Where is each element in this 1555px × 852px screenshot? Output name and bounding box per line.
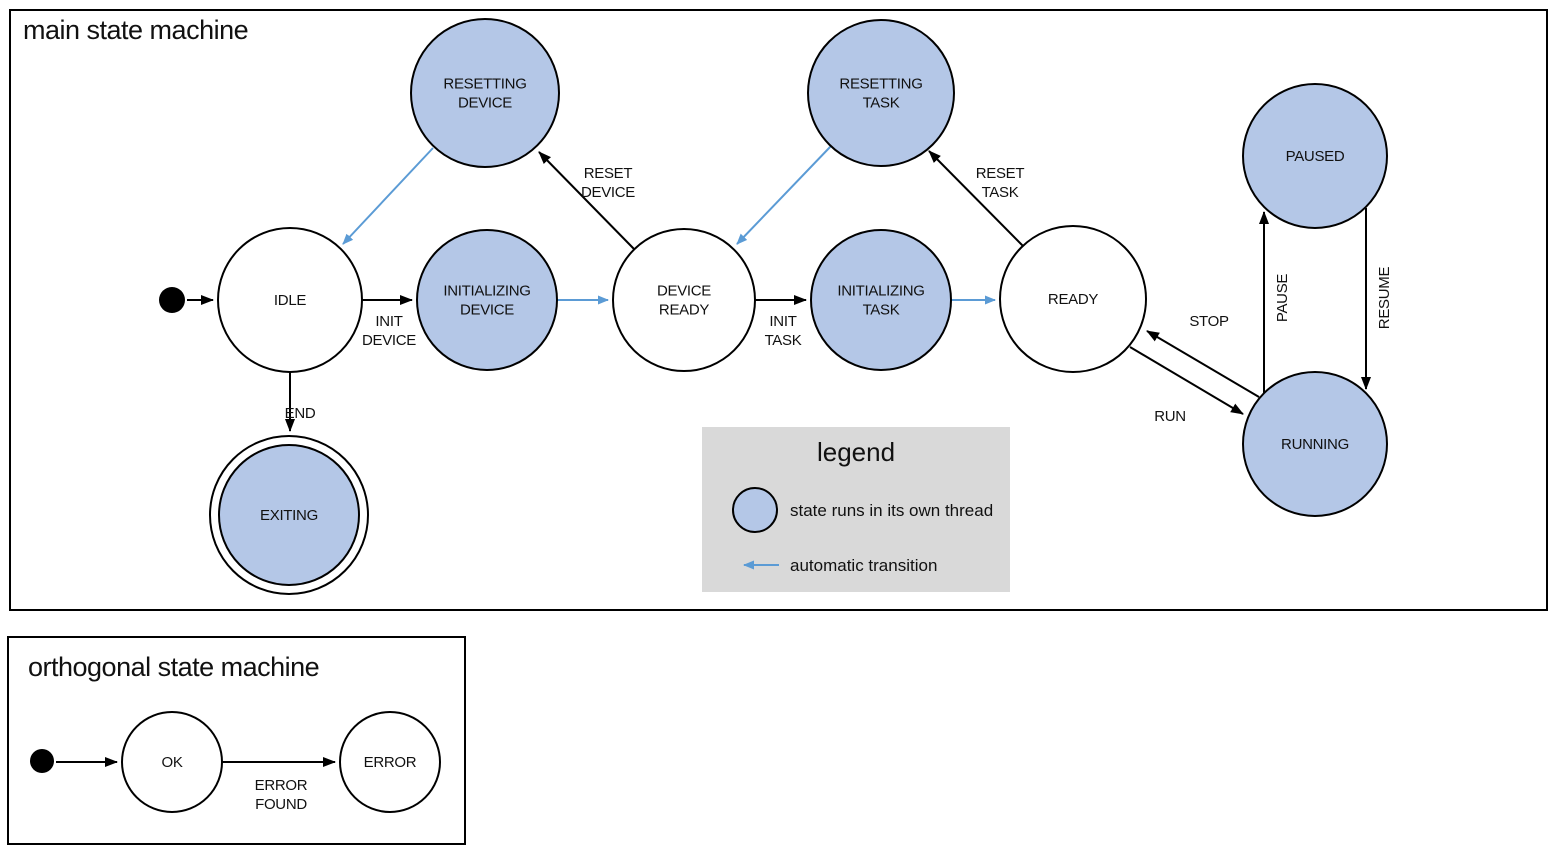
state-circle bbox=[416, 229, 558, 371]
transition-label-pause: PAUSE bbox=[1274, 274, 1291, 323]
state-idle: IDLE bbox=[217, 227, 363, 373]
transition-label-run: RUN bbox=[1154, 408, 1186, 425]
state-label: IDLE bbox=[274, 292, 306, 309]
state-ready: READY bbox=[999, 225, 1147, 373]
transition-auto-resetting-device-to-idle bbox=[342, 147, 434, 245]
state-exiting: EXITING bbox=[209, 435, 369, 595]
initial-state-dot bbox=[159, 287, 185, 313]
state-start-main bbox=[159, 287, 185, 313]
legend-thread-state-icon bbox=[732, 487, 778, 533]
state-error: ERROR bbox=[339, 711, 441, 813]
state-label: ERROR bbox=[364, 754, 417, 771]
state-start-ortho bbox=[30, 749, 54, 773]
state-circle bbox=[218, 444, 360, 586]
transition-stop: STOP bbox=[1146, 313, 1260, 398]
state-circle bbox=[999, 225, 1147, 373]
state-label: PAUSED bbox=[1286, 148, 1345, 165]
legend-title: legend bbox=[817, 437, 895, 467]
orthogonal-panel-title: orthogonal state machine bbox=[28, 652, 319, 682]
transition-pause: PAUSE bbox=[1259, 211, 1291, 393]
state-circle bbox=[807, 19, 955, 167]
state-circle bbox=[410, 18, 560, 168]
legend-thread-state-label: state runs in its own thread bbox=[790, 501, 993, 520]
transition-run: RUN bbox=[1129, 346, 1244, 425]
state-running: RUNNING bbox=[1242, 371, 1388, 517]
main-panel-title: main state machine bbox=[23, 15, 248, 45]
state-label: RUNNING bbox=[1281, 436, 1349, 453]
legend: legend state runs in its own thread auto… bbox=[702, 427, 1010, 592]
transition-auto-resetting-task-to-device-ready bbox=[736, 145, 832, 245]
transition-label-end: END bbox=[285, 405, 316, 422]
state-circle bbox=[810, 229, 952, 371]
transition-label-stop: STOP bbox=[1189, 313, 1229, 330]
transition-label-resume: RESUME bbox=[1376, 267, 1393, 330]
state-label: EXITING bbox=[260, 507, 318, 524]
main-panel-border bbox=[9, 9, 1548, 611]
state-circle bbox=[339, 711, 441, 813]
transition-resume: RESUME bbox=[1361, 208, 1393, 390]
state-circle bbox=[217, 227, 363, 373]
state-paused: PAUSED bbox=[1242, 83, 1388, 229]
initial-state-dot bbox=[30, 749, 54, 773]
state-circle bbox=[1242, 83, 1388, 229]
orthogonal-panel-border bbox=[7, 636, 466, 845]
state-label: READY bbox=[1048, 291, 1098, 308]
state-circle bbox=[1242, 371, 1388, 517]
state-circle bbox=[121, 711, 223, 813]
transition-end: END bbox=[285, 372, 316, 432]
state-ok: OK bbox=[121, 711, 223, 813]
legend-automatic-transition-label: automatic transition bbox=[790, 556, 937, 575]
state-circle bbox=[612, 228, 756, 372]
state-label: OK bbox=[161, 754, 182, 771]
